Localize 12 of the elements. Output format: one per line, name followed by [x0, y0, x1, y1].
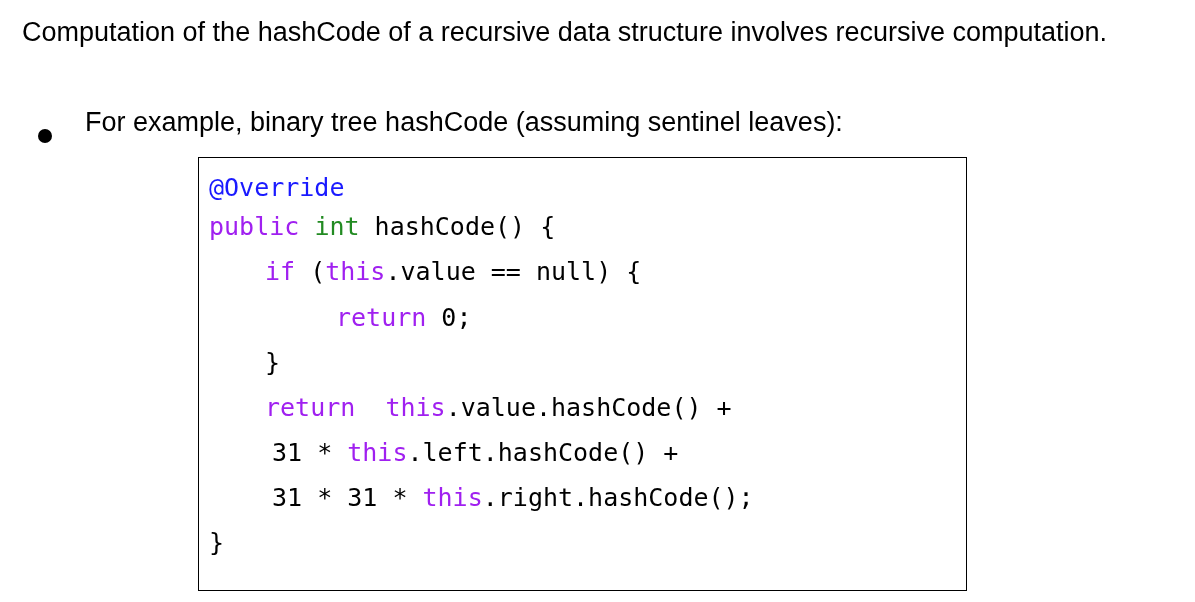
code-line: return this.value.hashCode() + — [265, 392, 732, 424]
code-line: } — [265, 347, 281, 379]
code-line: if (this.value == null) { — [265, 256, 642, 288]
code-line: public int hashCode() { — [209, 211, 556, 243]
text-paragraph: Computation of the hashCode of a recursive data structure involves recursive computation. — [22, 16, 1109, 49]
code-line: } — [209, 527, 225, 559]
code-line: 31 * this.left.hashCode() + — [272, 437, 679, 469]
text-paragraph: For example, binary tree hashCode (assuming sentinel leaves): — [85, 106, 844, 139]
code-line: @Override — [209, 172, 345, 204]
code-box — [198, 157, 967, 591]
code-line: return 0; — [336, 302, 472, 334]
code-line: 31 * 31 * this.right.hashCode(); — [272, 482, 754, 514]
